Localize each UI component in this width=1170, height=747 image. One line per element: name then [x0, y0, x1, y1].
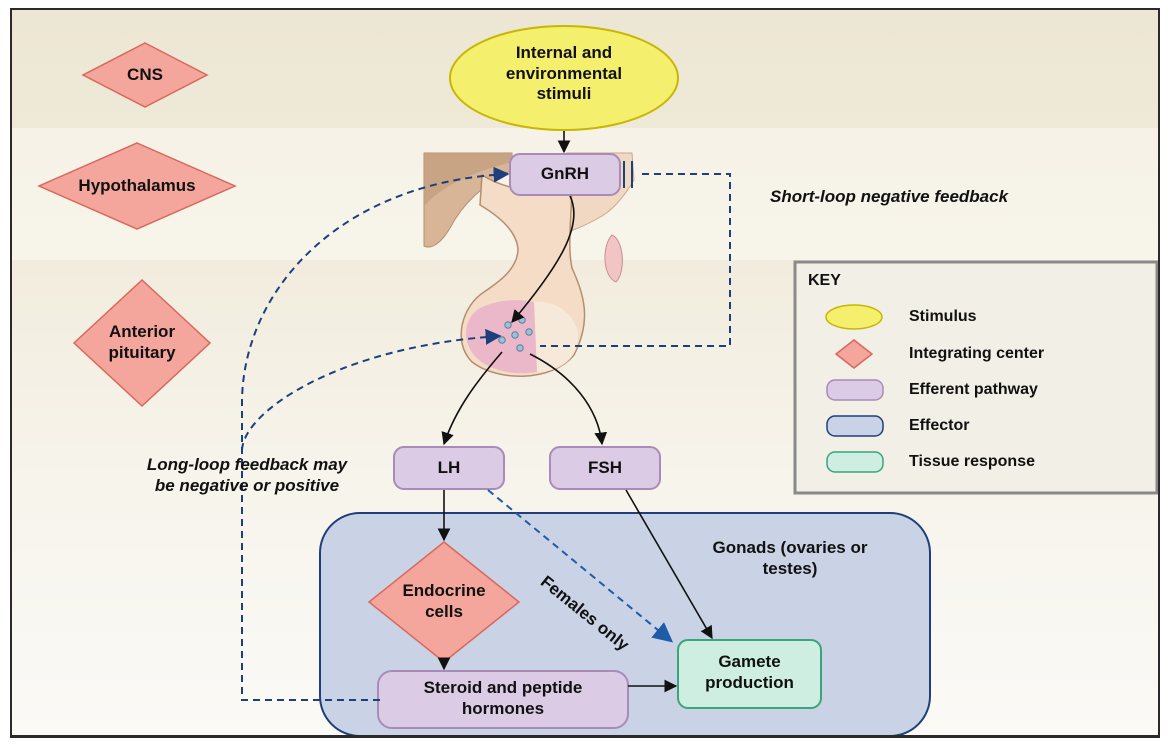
lh-box — [393, 446, 505, 490]
inhibition-bar — [623, 161, 633, 188]
gamete-production-box — [677, 639, 822, 709]
cns-diamond — [81, 42, 209, 108]
anterior-pituitary-label: Anterior pituitary — [108, 322, 176, 362]
key-swatch-effector — [826, 415, 884, 437]
arrow-fsh-to-gamete — [625, 489, 713, 640]
key-swatch-stimulus — [825, 304, 883, 330]
cns-label: CNS — [127, 65, 163, 84]
fsh-box — [549, 446, 661, 490]
key-label-stimulus: Stimulus — [909, 308, 977, 325]
arrow-pituitary-to-lh — [441, 351, 503, 446]
gamete-production-label: Gamete production — [705, 652, 794, 692]
key-swatch-integrating-center — [834, 339, 874, 369]
stimuli-label: Internal and environmental stimuli — [505, 43, 623, 104]
key-title: KEY — [808, 272, 841, 289]
gnrh-box — [509, 153, 621, 196]
hypothalamus-diamond — [37, 142, 237, 230]
long-loop-line-hypothalamus — [241, 166, 510, 701]
key-swatch-efferent-pathway — [826, 379, 884, 401]
key-box — [793, 260, 1158, 495]
steroid-hormones-label: Steroid and peptide hormones — [423, 678, 583, 718]
arrow-gnrh-to-pituitary — [511, 195, 575, 323]
short-loop-line — [540, 173, 731, 347]
long-loop-label: Long-loop feedback may be negative or po… — [146, 455, 348, 496]
diagram-frame: CNS Hypothalamus Anterior pituitary Inte… — [10, 8, 1160, 738]
key-label-tissue-response: Tissue response — [909, 453, 1035, 470]
long-loop-line-pituitary — [241, 328, 502, 451]
gnrh-label: GnRH — [540, 164, 590, 183]
females-only-line — [487, 489, 674, 643]
hypothalamus-label: Hypothalamus — [78, 176, 196, 195]
key-label-effector: Effector — [909, 417, 970, 434]
diagram-graphics — [37, 25, 1158, 735]
key-label-integrating-center: Integrating center — [909, 345, 1045, 362]
endocrine-cells-label: Endocrine cells — [402, 581, 486, 621]
anterior-pituitary-diamond — [72, 278, 212, 408]
lh-label: LH — [437, 458, 461, 477]
short-loop-label: Short-loop negative feedback — [770, 187, 1009, 206]
stimuli-ellipse — [449, 25, 679, 131]
key-label-efferent-pathway: Efferent pathway — [909, 381, 1038, 398]
gonads-label: Gonads (ovaries or testes) — [712, 538, 868, 578]
key-swatch-tissue-response — [826, 451, 884, 473]
arrow-pituitary-to-fsh — [529, 353, 608, 446]
fsh-label: FSH — [588, 458, 622, 477]
